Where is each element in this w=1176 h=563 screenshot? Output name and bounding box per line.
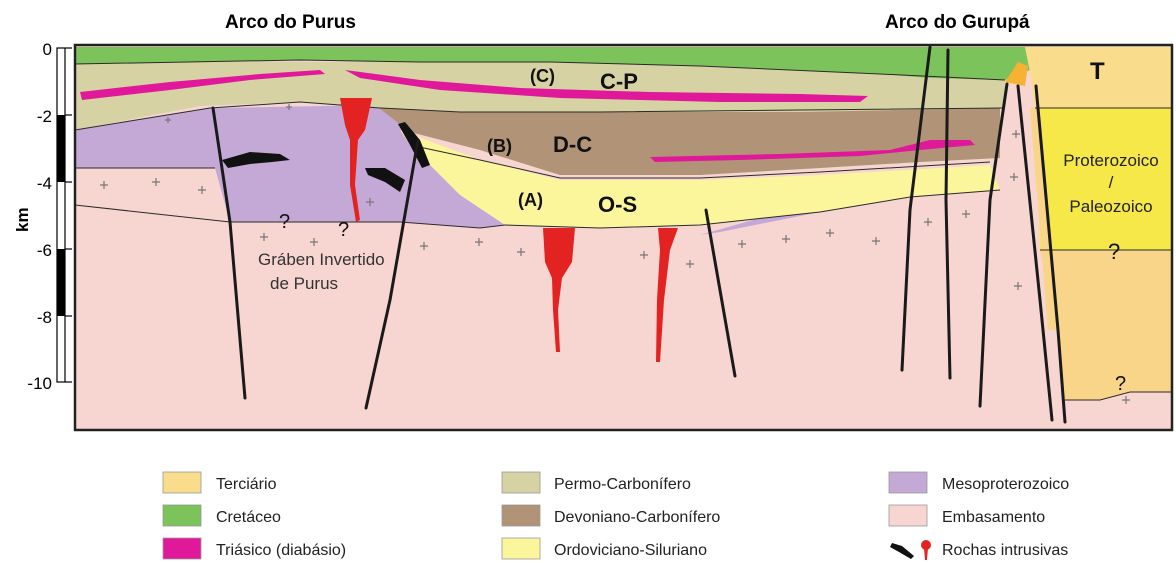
title-arco-do-purus: Arco do Purus xyxy=(225,12,356,33)
question-mark-4: ? xyxy=(1115,373,1126,395)
axis-unit-km: km xyxy=(13,207,32,232)
depth-scale: 0 -2 -4 -6 -8 -10 km xyxy=(13,40,72,393)
legend-label-devoniano-carbonifero: Devoniano-Carbonífero xyxy=(554,509,720,526)
legend-label-permo-carbonifero: Permo-Carbonífero xyxy=(554,476,691,493)
intrusive-rocks-icon xyxy=(890,540,931,560)
label-b: (B) xyxy=(487,136,512,156)
label-os: O-S xyxy=(598,192,637,217)
title-arco-do-gurupa: Arco do Gurupá xyxy=(885,12,1030,33)
label-paleozoico: Paleozoico xyxy=(1069,197,1152,216)
legend-swatch-terciario xyxy=(163,472,201,493)
legend-swatch-devoniano-carbonifero xyxy=(502,505,540,526)
legend-label-triasico: Triásico (diabásio) xyxy=(216,542,346,559)
label-cp: C-P xyxy=(600,69,638,94)
legend: Terciário Cretáceo Triásico (diabásio) P… xyxy=(163,472,1069,560)
tick-label-minus8: -8 xyxy=(37,308,52,327)
tick-label-0: 0 xyxy=(43,40,52,59)
proterozoico-yellow xyxy=(1035,108,1175,250)
tick-label-minus4: -4 xyxy=(37,174,52,193)
legend-label-ordoviciano-siluriano: Ordoviciano-Siluriano xyxy=(554,542,707,559)
label-proterozoico: Proterozoico xyxy=(1063,151,1158,170)
label-graben-line2: de Purus xyxy=(270,274,338,293)
legend-label-rochas-intrusivas: Rochas intrusivas xyxy=(942,542,1068,559)
legend-swatch-embasamento xyxy=(889,505,927,526)
legend-label-terciario: Terciário xyxy=(216,476,277,493)
tick-label-minus6: -6 xyxy=(37,241,52,260)
legend-swatch-permo-carbonifero xyxy=(502,472,540,493)
label-dc: D-C xyxy=(553,132,592,157)
question-mark-2: ? xyxy=(338,219,349,241)
question-mark-1: ? xyxy=(279,211,290,233)
legend-swatch-cretaceo xyxy=(163,505,201,526)
legend-swatch-ordoviciano-siluriano xyxy=(502,538,540,559)
legend-label-cretaceo: Cretáceo xyxy=(216,509,281,526)
label-a: (A) xyxy=(518,190,543,210)
legend-label-embasamento: Embasamento xyxy=(942,509,1045,526)
label-graben-line1: Gráben Invertido xyxy=(258,250,385,269)
label-c: (C) xyxy=(530,66,555,86)
question-mark-3: ? xyxy=(1108,239,1120,264)
legend-swatch-triasico xyxy=(163,538,201,559)
tick-label-minus2: -2 xyxy=(37,107,52,126)
legend-swatch-mesoproterozoico xyxy=(889,472,927,493)
label-slash: / xyxy=(1109,173,1114,192)
legend-label-mesoproterozoico: Mesoproterozoico xyxy=(942,476,1069,493)
tick-label-minus10: -10 xyxy=(27,374,52,393)
section-body xyxy=(75,45,1175,430)
label-t: T xyxy=(1090,58,1105,85)
